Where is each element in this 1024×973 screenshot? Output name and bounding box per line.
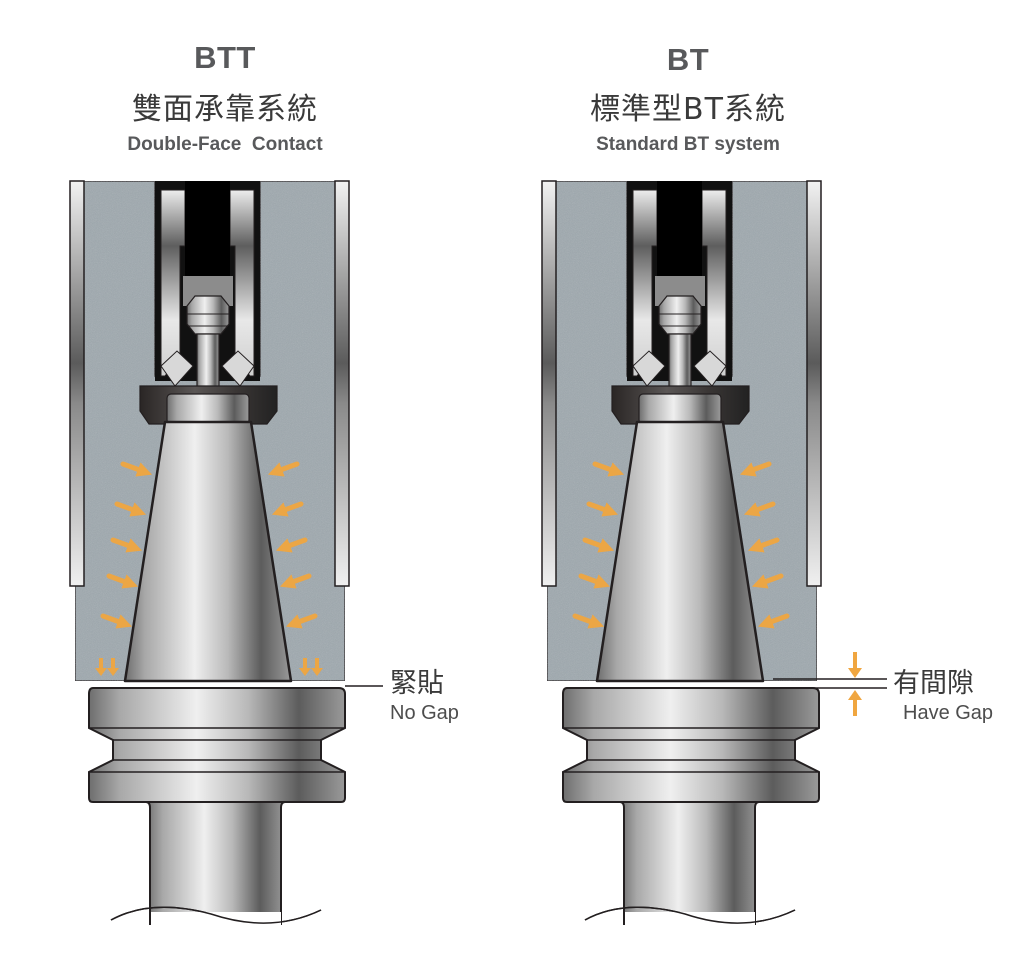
bt-title-zh: 標準型BT系統 bbox=[590, 92, 786, 127]
btt-callout-zh: 緊貼 bbox=[390, 668, 444, 699]
btt-title-block: BTT 雙面承靠系統 Double-Face Contact bbox=[60, 40, 390, 156]
btt-title-en: Double-Face Contact bbox=[127, 134, 323, 155]
btt-callout-en: No Gap bbox=[390, 702, 459, 724]
btt-assembly bbox=[70, 181, 383, 933]
btt-title-zh: 雙面承靠系統 bbox=[132, 92, 318, 127]
btt-callout: 緊貼 No Gap bbox=[390, 668, 459, 726]
bt-callout-zh: 有間隙 bbox=[893, 668, 974, 699]
bt-assembly bbox=[542, 181, 887, 933]
gap-arrows-icon bbox=[848, 652, 862, 716]
bt-title-block: BT 標準型BT系統 Standard BT system bbox=[523, 42, 853, 156]
bt-callout-en: Have Gap bbox=[903, 702, 994, 724]
bt-title-en: Standard BT system bbox=[596, 134, 780, 155]
bt-code: BT bbox=[666, 42, 710, 77]
btt-code: BTT bbox=[194, 40, 256, 75]
bt-callout: 有間隙 Have Gap bbox=[893, 668, 993, 726]
